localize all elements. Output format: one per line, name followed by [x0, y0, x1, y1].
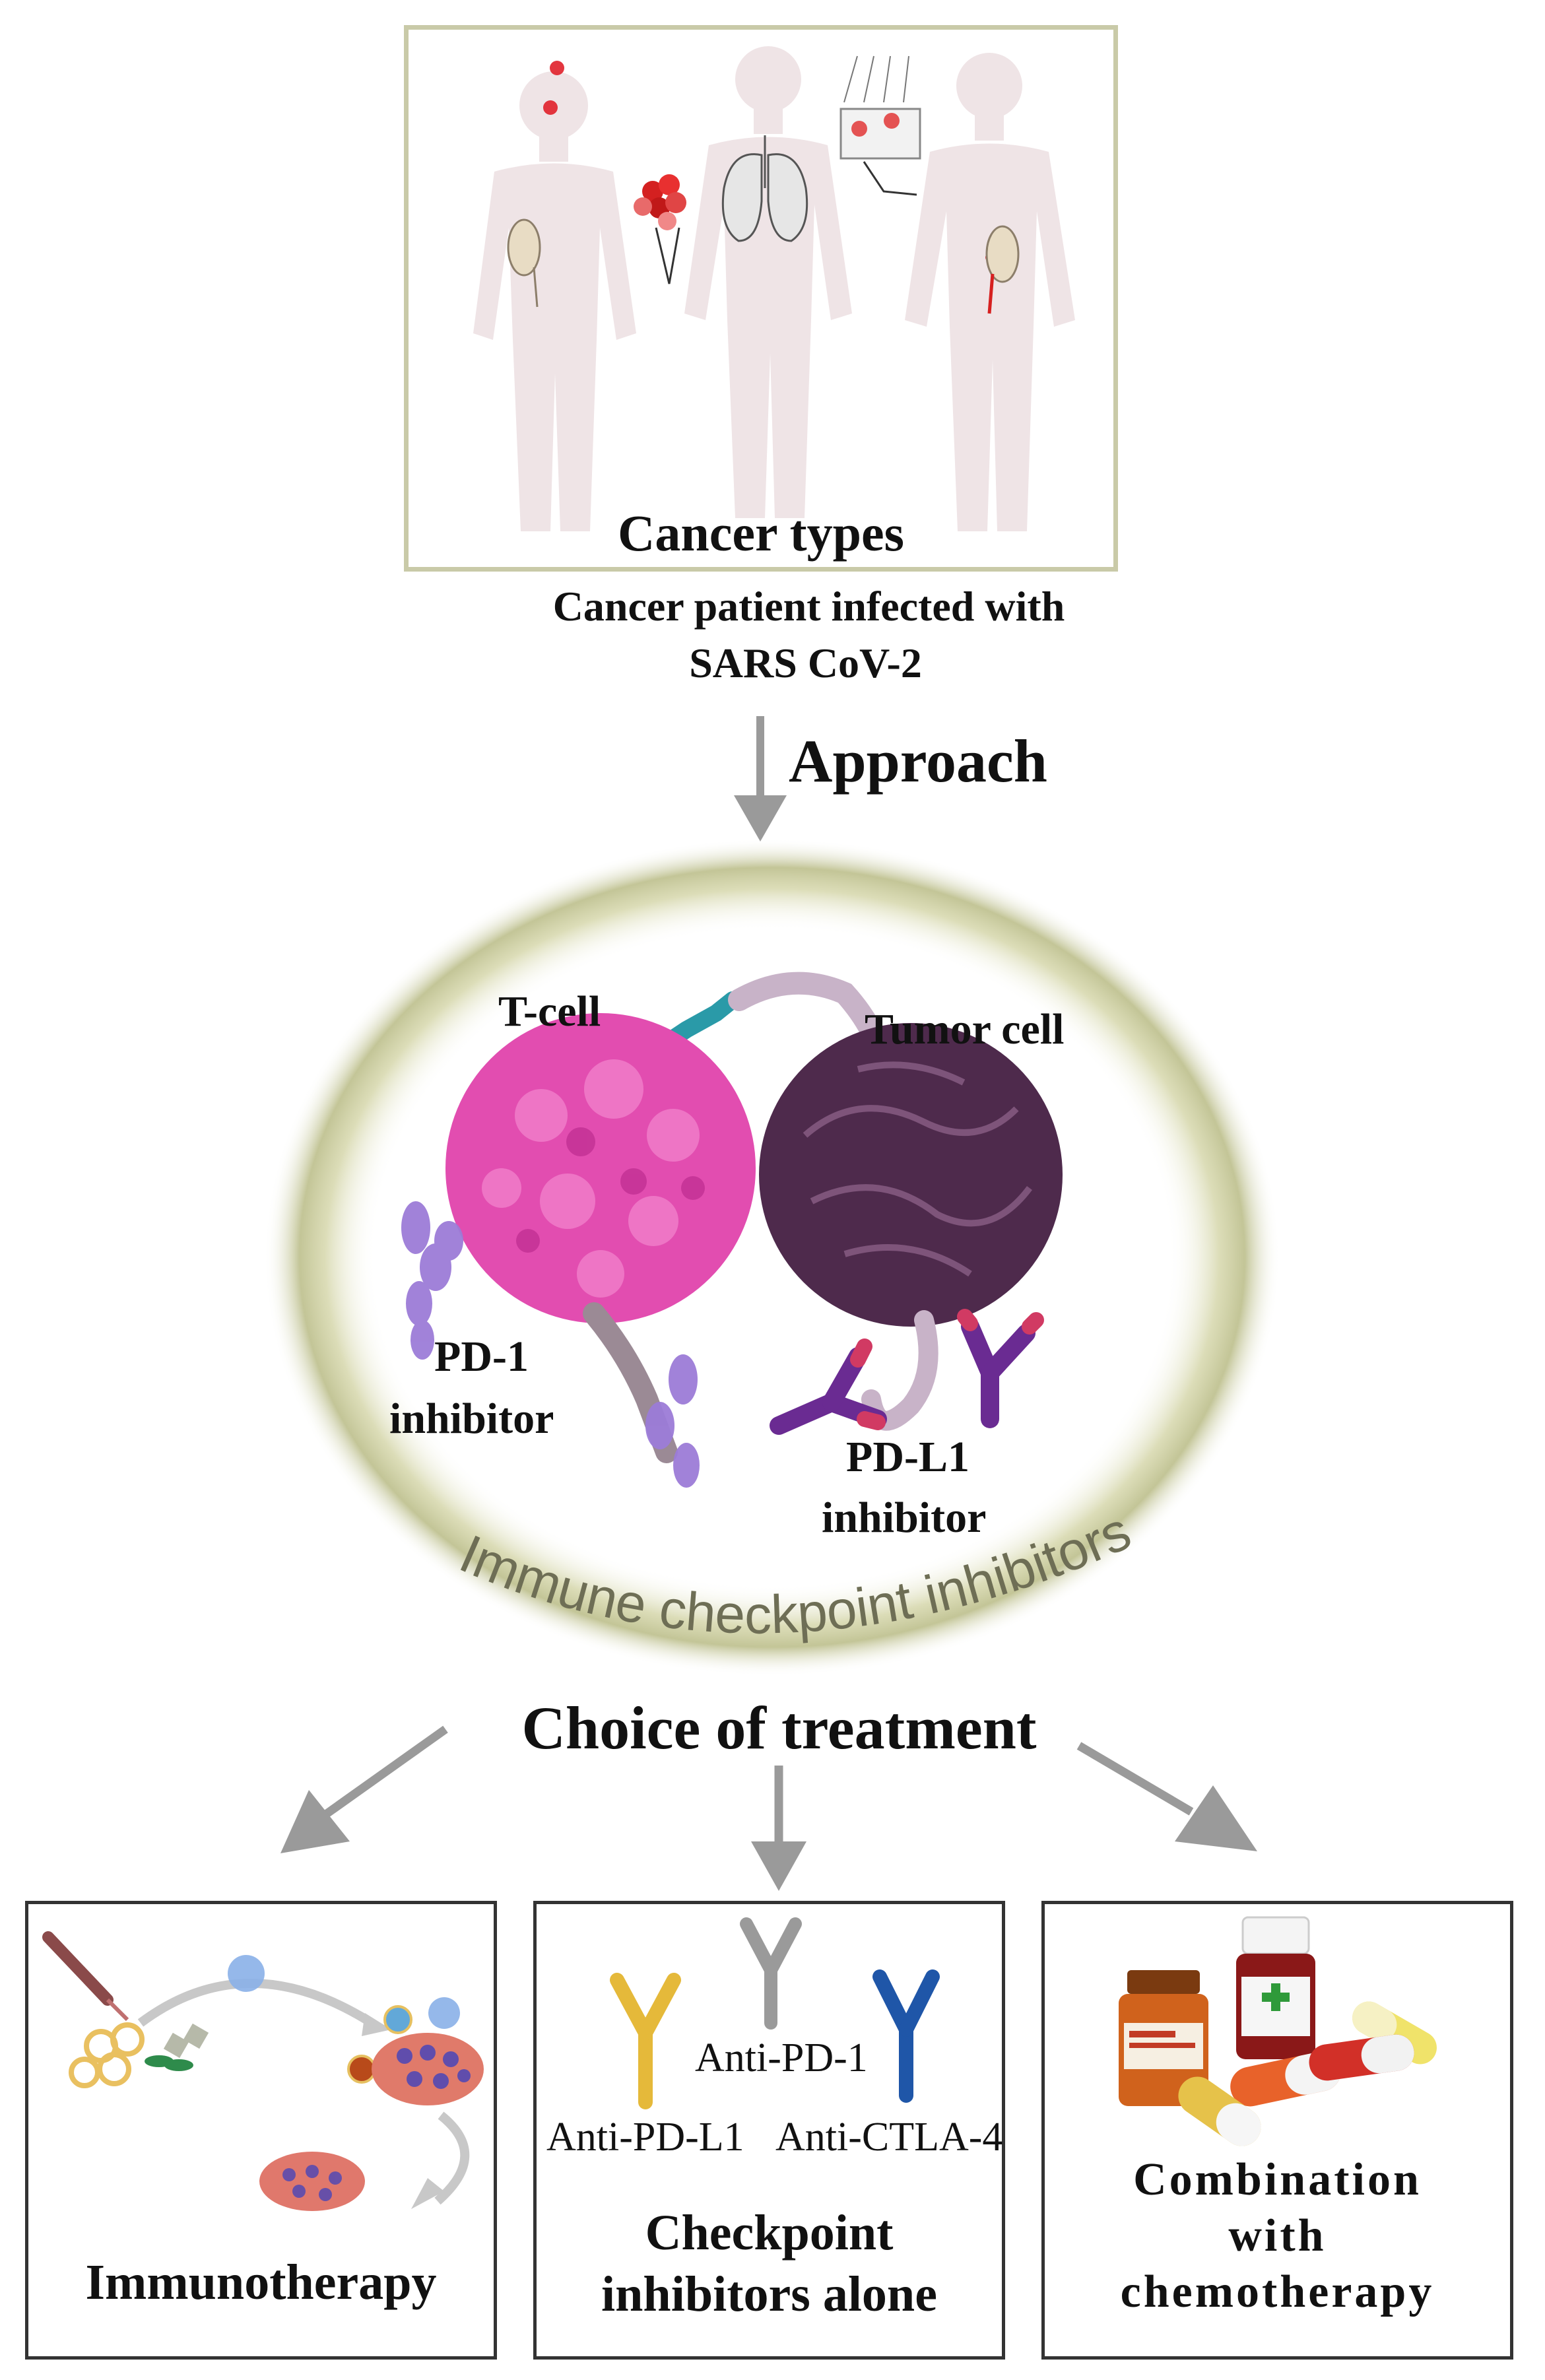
tissue-block-icon [839, 55, 921, 196]
anti-ctla4-antibody-icon [872, 1969, 940, 2103]
checkpoint-inhibitors-box: Anti-PD-1 Anti-PD-L1 Anti-CTLA-4 Checkpo… [533, 1901, 1005, 2360]
medicine-illustration [1119, 1916, 1437, 2146]
panel-caption-line1: Cancer patient infected with [552, 583, 1065, 630]
anti-pdl1-label: Anti-PD-L1 [546, 2115, 744, 2160]
arrow-to-combination [1076, 1742, 1257, 1851]
pdl1-inhibitor-label-line1: PD-L1 [846, 1433, 970, 1481]
medicine-bottle-icon [1236, 1916, 1315, 2059]
t-cell-body [445, 1013, 756, 1323]
pdl1-inhibitor-label-line2: inhibitor [822, 1494, 987, 1542]
human-figure-2 [684, 46, 852, 518]
t-cell-label: T-cell [498, 987, 601, 1036]
approach-label: Approach [789, 727, 1047, 795]
lungs-icon [721, 135, 808, 242]
tumor-cell-body [759, 1023, 1063, 1431]
antibody-icons [610, 1917, 940, 2109]
pd1-inhibitor-proteins [401, 1201, 700, 1488]
anti-pdl1-antibody-icon [610, 1973, 681, 2109]
cancer-types-title: Cancer types [618, 504, 904, 562]
arrow-to-checkpoint [751, 1766, 806, 1891]
cancer-types-panel: Cancer types [404, 25, 1118, 572]
pd1-inhibitor-label-line1: PD-1 [434, 1333, 529, 1381]
immunotherapy-title: Immunotherapy [85, 2255, 437, 2310]
immunotherapy-box: Immunotherapy [25, 1901, 497, 2360]
blood-cells-cluster-icon [634, 174, 686, 284]
combination-chemotherapy-box: Combination with chemotherapy [1041, 1901, 1513, 2360]
panel-caption-line2: SARS CoV-2 [689, 640, 922, 686]
combination-title-line3: chemotherapy [1120, 2266, 1435, 2317]
human-silhouettes-illustration [473, 46, 1075, 531]
choice-of-treatment-label: Choice of treatment [521, 1694, 1037, 1762]
kidney-icon-1 [507, 218, 541, 308]
immunotherapy-illustration [42, 1931, 484, 2211]
tumor-cell-label: Tumor cell [865, 1005, 1065, 1053]
kidney-icon-2 [985, 225, 1020, 314]
anti-pd1-label: Anti-PD-1 [695, 2035, 868, 2080]
checkpoint-title-line2: inhibitors alone [601, 2266, 937, 2322]
anti-pd1-antibody-icon [740, 1917, 802, 2030]
human-figure-3 [905, 53, 1075, 531]
pd1-receptor-tail [583, 1302, 678, 1463]
orange-pill-bottle-icon [1119, 1970, 1208, 2106]
capsule-pills-icon [1178, 2001, 1437, 2146]
pd1-inhibitor-label-line2: inhibitor [389, 1395, 554, 1443]
checkpoint-title-line1: Checkpoint [645, 2205, 894, 2261]
combination-title-line2: with [1228, 2210, 1327, 2261]
pdl1-inhibitor-antibodies [770, 1309, 1044, 1435]
anti-ctla4-label: Anti-CTLA-4 [775, 2115, 1003, 2160]
arrow-to-immunotherapy [280, 1725, 448, 1853]
combination-title-line1: Combination [1133, 2154, 1422, 2205]
